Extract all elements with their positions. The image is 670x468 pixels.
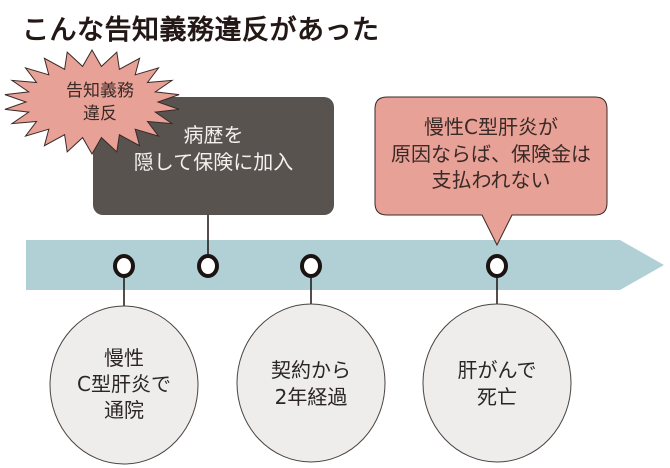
concealment-line: 隠して保険に加入 <box>133 150 294 174</box>
event-line: 死亡 <box>477 385 517 409</box>
concealment-box-label: 病歴を 隠して保険に加入 <box>93 122 334 176</box>
event-line: 2年経過 <box>274 385 348 409</box>
concealment-line: 病歴を <box>183 123 244 147</box>
callout-line: 原因ならば、保険金は <box>391 141 591 166</box>
timeline-arrow <box>26 240 664 290</box>
page-title: こんな告知義務違反があった <box>22 15 380 46</box>
event-line: 通院 <box>104 398 144 422</box>
event-circle-clinic-visits <box>49 305 199 465</box>
event-line: 契約から <box>271 358 351 382</box>
event-circle-two-years <box>236 303 386 463</box>
event-line: C型肝炎で <box>77 372 171 396</box>
starburst-label: 告知義務 違反 <box>30 80 170 126</box>
payout-callout <box>374 96 608 247</box>
callout-line: 支払われない <box>431 168 551 193</box>
concealment-box <box>93 97 334 215</box>
timeline-marker <box>113 254 135 278</box>
event-label-clinic-visits: 慢性 C型肝炎で 通院 <box>49 345 199 423</box>
event-line: 肝がんで <box>457 358 537 382</box>
event-circle-death <box>422 303 572 463</box>
event-label-death: 肝がんで 死亡 <box>422 357 572 411</box>
timeline-marker <box>300 254 322 278</box>
callout-line: 慢性C型肝炎が <box>424 115 558 139</box>
violation-starburst <box>4 48 180 156</box>
callout-label: 慢性C型肝炎が 原因ならば、保険金は 支払われない <box>375 114 607 194</box>
starburst-line: 違反 <box>83 103 117 124</box>
event-label-two-years: 契約から 2年経過 <box>236 357 386 411</box>
timeline-marker <box>486 254 508 278</box>
event-line: 慢性 <box>104 346 144 370</box>
timeline-marker <box>197 254 219 278</box>
starburst-line: 告知義務 <box>66 81 134 101</box>
